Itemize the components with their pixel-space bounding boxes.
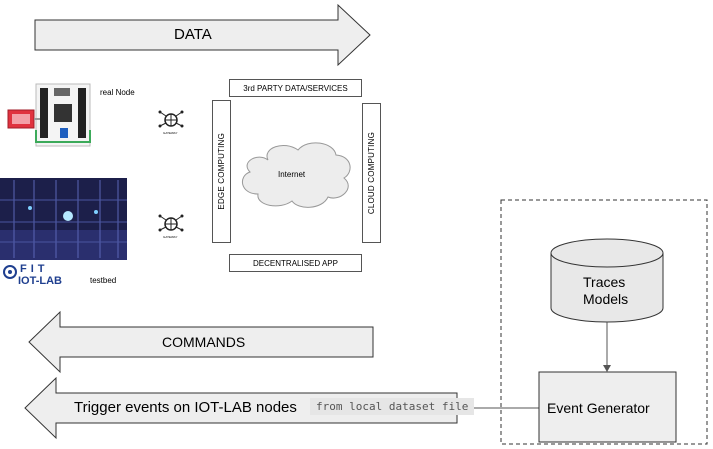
cloud-computing-label: CLOUD COMPUTING <box>367 131 376 215</box>
data-arrow-label: DATA <box>174 26 212 43</box>
fit-iotlab-logo-mark <box>3 265 17 279</box>
logo-text-iotlab: IOT-LAB <box>18 275 62 287</box>
third-party-services-box: 3rd PARTY DATA/SERVICES <box>229 79 362 97</box>
testbed-label: testbed <box>90 276 117 285</box>
db-to-generator-arrowhead <box>603 365 611 372</box>
decentralised-app-box: DECENTRALISED APP <box>229 254 362 272</box>
edge-computing-label: EDGE COMPUTING <box>217 133 226 210</box>
trigger-arrow <box>24 376 458 440</box>
decentralised-app-label: DECENTRALISED APP <box>253 258 338 268</box>
commands-arrow-label: COMMANDS <box>162 334 246 350</box>
logo-text-fit: FIT <box>20 263 49 275</box>
generator-container <box>500 199 708 445</box>
trigger-arrow-label: Trigger events on IOT-LAB nodes <box>74 399 297 416</box>
gateway-label-bottom: GATEWAY <box>163 235 178 239</box>
real-node-label: real Node <box>100 88 135 97</box>
data-arrow <box>34 3 371 67</box>
event-generator-label: Event Generator <box>547 400 650 416</box>
gateway-icon-top <box>158 110 184 128</box>
third-party-services-label: 3rd PARTY DATA/SERVICES <box>243 83 348 93</box>
cloud-computing-box: CLOUD COMPUTING <box>362 103 381 243</box>
edge-computing-box: EDGE COMPUTING <box>212 100 231 243</box>
internet-cloud <box>242 142 351 208</box>
internet-label: Internet <box>278 170 306 179</box>
commands-arrow <box>28 310 374 374</box>
traces-database <box>550 238 664 323</box>
gateway-icon-bottom <box>158 214 184 232</box>
dataset-source-tag: from local dataset file <box>310 398 475 415</box>
testbed-photo <box>0 178 127 260</box>
gateway-label-top: GATEWAY <box>163 131 178 135</box>
real-node-board <box>7 83 91 147</box>
event-generator-box <box>538 371 677 443</box>
database-label-traces: Traces <box>583 274 626 290</box>
database-label-models: Models <box>583 291 629 307</box>
